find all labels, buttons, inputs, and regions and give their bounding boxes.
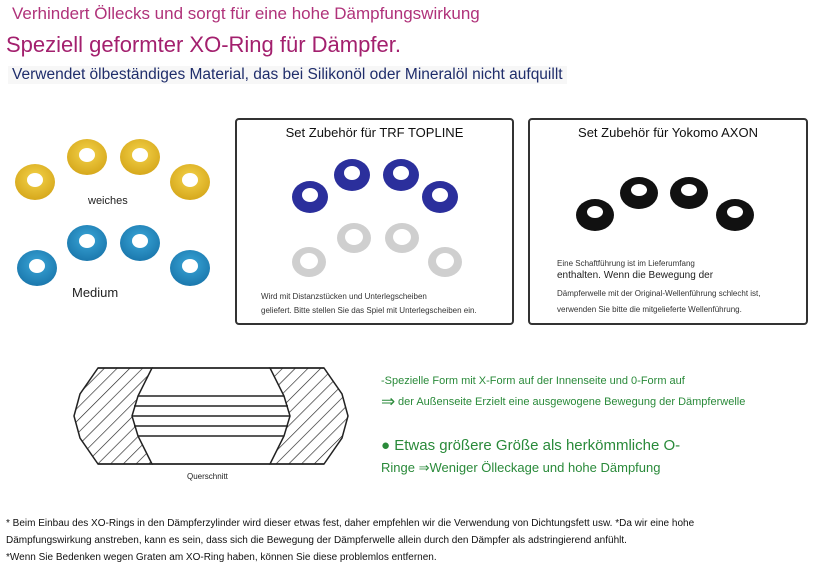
footnote-line1: * Beim Einbau des XO-Rings in den Dämpfe…	[6, 518, 695, 529]
yokomo-note-line1: Eine Schaftführung ist im Lieferumfang	[557, 259, 695, 268]
navy-ring	[292, 181, 328, 213]
gray-washer	[337, 223, 371, 253]
black-ring	[670, 177, 708, 209]
gray-washer	[385, 223, 419, 253]
yokomo-rings-image	[576, 177, 754, 231]
yellow-ring	[67, 139, 107, 175]
yokomo-note-line2: enthalten. Wenn die Bewegung der	[557, 270, 714, 281]
feature-bullet-line1: ● Etwas größere Größe als herkömmliche O…	[381, 437, 681, 454]
navy-ring	[334, 159, 370, 191]
blue-ring	[170, 250, 210, 286]
trf-note-line1: Wird mit Distanzstücken und Unterlegsche…	[261, 292, 427, 301]
blue-ring	[120, 225, 160, 261]
panel-trf-topline: Set Zubehör für TRF TOPLINE Wird mit Dis…	[235, 118, 514, 325]
feature-line2: der Außenseite Erzielt eine ausgewogene …	[398, 396, 746, 408]
arrow-icon: ⇒	[381, 392, 396, 411]
header-subtitle: Verhindert Öllecks und sorgt für eine ho…	[12, 4, 480, 23]
cross-section-diagram	[73, 367, 349, 465]
black-ring	[620, 177, 658, 209]
yokomo-note-line3: Dämpferwelle mit der Original-Wellenführ…	[557, 289, 761, 298]
blue-ring	[67, 225, 107, 261]
ring-samples-image	[15, 139, 210, 286]
feature-line1: -Spezielle Form mit X-Form auf der Innen…	[381, 375, 685, 387]
panel-trf-title: Set Zubehör für TRF TOPLINE	[285, 125, 464, 140]
feature-bullet-line2: Ringe ⇒Weniger Ölleckage und hohe Dämpfu…	[381, 460, 661, 475]
yokomo-note-line4: verwenden Sie bitte die mitgelieferte We…	[557, 305, 742, 314]
blue-ring	[17, 250, 57, 286]
medium-label: Medium	[72, 285, 119, 300]
yellow-ring	[120, 139, 160, 175]
gray-washer	[428, 247, 462, 277]
trf-note-line2: geliefert. Bitte stellen Sie das Spiel m…	[261, 306, 477, 315]
trf-rings-image	[292, 159, 462, 277]
navy-ring	[422, 181, 458, 213]
panel-yokomo-axon: Set Zubehör für Yokomo AXON Eine Schaftf…	[528, 118, 808, 325]
gray-washer	[292, 247, 326, 277]
footnote-line2: Dämpfungswirkung anstreben, kann es sein…	[6, 535, 627, 546]
black-ring	[576, 199, 614, 231]
yellow-ring	[15, 164, 55, 200]
header-description: Verwendet ölbeständiges Material, das be…	[8, 66, 567, 84]
black-ring	[716, 199, 754, 231]
page-title: Speziell geformter XO-Ring für Dämpfer.	[6, 32, 401, 57]
cross-section-caption: Querschnitt	[187, 472, 228, 481]
panel-yokomo-title: Set Zubehör für Yokomo AXON	[578, 125, 758, 140]
footnote-line3: *Wenn Sie Bedenken wegen Graten am XO-Ri…	[6, 552, 437, 563]
soft-label: weiches	[88, 195, 128, 207]
navy-ring	[383, 159, 419, 191]
yellow-ring	[170, 164, 210, 200]
